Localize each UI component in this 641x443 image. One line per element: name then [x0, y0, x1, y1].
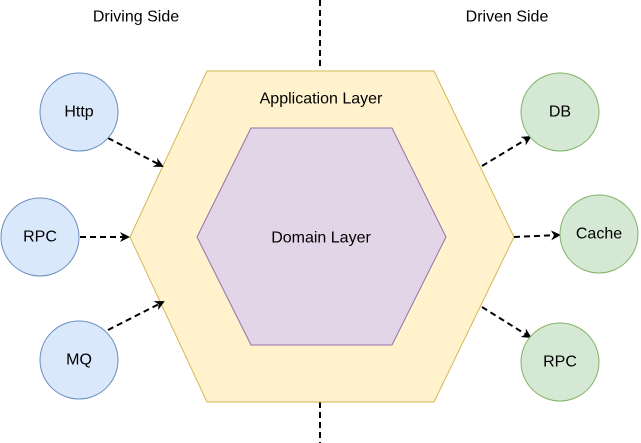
driving-side-label: Driving Side: [93, 9, 179, 26]
driving-node-mq-label: MQ: [66, 352, 92, 369]
edge-application-to-db: [481, 135, 532, 167]
driven-side-label: Driven Side: [466, 9, 549, 26]
driven-node-db[interactable]: [520, 72, 600, 152]
application-layer-label: Application Layer: [260, 91, 383, 108]
driven-node-rpc[interactable]: [520, 322, 600, 402]
edge-application-to-rpc: [481, 306, 532, 339]
driving-node-rpc-label: RPC: [23, 229, 57, 246]
edge-application-to-cache: [513, 230, 561, 241]
driving-node-rpc[interactable]: [0, 197, 80, 277]
driven-node-rpc-label: RPC: [543, 354, 577, 371]
edge-http-to-application: [107, 137, 164, 167]
edge-mq-to-application: [107, 301, 165, 331]
domain-layer-label: Domain Layer: [271, 230, 371, 247]
driven-node-cache-label: Cache: [576, 226, 622, 243]
domain-layer-hexagon[interactable]: [196, 127, 447, 346]
driving-node-mq[interactable]: [39, 320, 119, 400]
driven-node-db-label: DB: [549, 104, 571, 121]
driven-node-cache[interactable]: [559, 194, 639, 274]
driving-node-http-label: Http: [64, 104, 93, 121]
driving-node-http[interactable]: [39, 72, 119, 152]
